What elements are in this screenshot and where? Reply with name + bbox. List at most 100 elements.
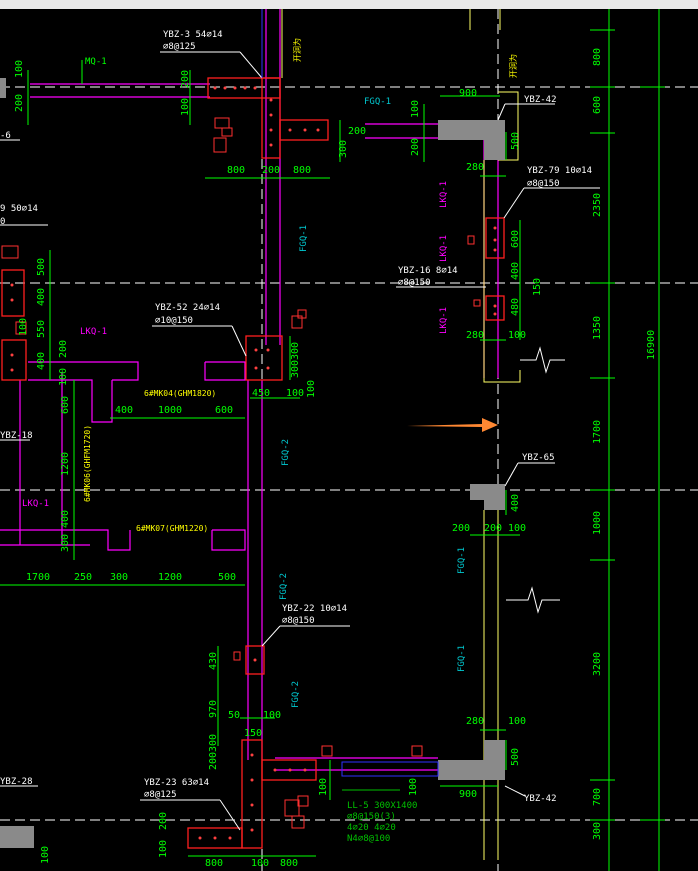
dim-200-a: 200	[262, 165, 280, 176]
dimension-lines	[0, 60, 521, 857]
dim-100-m: 100	[180, 98, 191, 116]
dim-100-e: 100	[263, 710, 281, 721]
dim-900-bottom: 900	[459, 789, 477, 800]
dim-970: 970	[208, 700, 219, 718]
fgq2-tag-c: FGQ-2	[291, 681, 301, 708]
dim-100-l: 100	[14, 60, 25, 78]
dim-500-a: 500	[218, 572, 236, 583]
dim-430: 430	[208, 652, 219, 670]
dim-100-h: 100	[318, 778, 329, 796]
lkq1-tag-c: LKQ-1	[439, 307, 449, 334]
dim-100-g: 100	[251, 858, 269, 869]
dim-100-o: 100	[58, 368, 69, 386]
dim-480: 480	[510, 298, 521, 316]
dim-900-top: 900	[459, 88, 477, 99]
dim-200-b: 200	[452, 523, 470, 534]
dim-2350: 2350	[592, 193, 603, 217]
dim-550: 550	[36, 320, 47, 338]
dim-300-c: 300	[110, 572, 128, 583]
lkq1-tag-a: LKQ-1	[439, 181, 449, 208]
component-labels: YBZ-3 54⌀14 ⌀8@125 YBZ-42 YBZ-79 10⌀14 ⌀…	[0, 30, 592, 804]
ybz22-stirrup: ⌀8@150	[282, 616, 315, 626]
dim-200-g: 200	[180, 70, 191, 88]
cad-drawing-canvas[interactable]: 800 600 2350 1350 1700 1000 3200 700 300…	[0, 9, 698, 871]
dim-250: 250	[74, 572, 92, 583]
dim-1000-a: 1000	[158, 405, 182, 416]
dim-280-b: 280	[466, 330, 484, 341]
dim-400-ybz16: 400	[510, 262, 521, 280]
dim-600-b: 600	[60, 396, 71, 414]
rebar-dots	[10, 86, 497, 840]
dim-300-d: 300	[208, 734, 219, 752]
dim-400-b: 400	[510, 494, 521, 512]
left-cut-label-2: 0	[0, 217, 5, 227]
dim-300-f: 300	[60, 534, 71, 552]
ybz3-label: YBZ-3 54⌀14	[163, 30, 223, 40]
dim-400-c: 400	[36, 288, 47, 306]
detail-marks	[1, 117, 481, 829]
dim-200-d: 200	[208, 752, 219, 770]
dim-1000-right: 1000	[592, 511, 603, 535]
walls	[0, 9, 499, 771]
dim-200-f: 200	[14, 94, 25, 112]
dim-300-bottom: 300	[592, 822, 603, 840]
beam-ll5: LL-5 300X1400 ⌀8@150(3) 4⌀20 4⌀20 N4⌀8@1…	[341, 761, 439, 844]
fgq2-tag-a: FGQ-2	[281, 439, 291, 466]
leader-lines	[0, 51, 600, 831]
ybz23-label: YBZ-23 63⌀14	[144, 778, 209, 788]
dim-200-c: 200	[484, 523, 502, 534]
dim-3200: 3200	[592, 652, 603, 676]
lkq1-tag-left-a: LKQ-1	[80, 327, 107, 337]
dim-700: 700	[592, 788, 603, 806]
dim-100-k: 100	[40, 846, 51, 864]
dim-450: 450	[252, 388, 270, 399]
ll5-stirrup: ⌀8@150(3)	[347, 812, 396, 822]
ybz16-stirrup: ⌀8@150	[398, 278, 431, 288]
dim-400-e: 400	[60, 510, 71, 528]
ybz18-label: YBZ-18	[0, 431, 33, 441]
column-outlines	[261, 9, 521, 860]
dim-1700: 1700	[592, 420, 603, 444]
dim-100-n: 100	[410, 100, 421, 118]
ybz42-top-label: YBZ-42	[524, 95, 557, 105]
dim-200-e: 200	[158, 812, 169, 830]
dim-400-d: 400	[36, 352, 47, 370]
ybz52-stirrup: ⌀10@150	[155, 316, 193, 326]
dim-300-a: 300	[290, 342, 301, 360]
dim-100-f: 100	[508, 716, 526, 727]
ybz42-bottom-label: YBZ-42	[524, 794, 557, 804]
left-cut-label: 9 50⌀14	[0, 204, 38, 214]
dim-800-top: 800	[592, 48, 603, 66]
dim-500-b: 500	[510, 748, 521, 766]
dim-1700-a: 1700	[26, 572, 50, 583]
dim-200-h: 200	[348, 126, 366, 137]
fgq1-tag-top: FGQ-1	[364, 97, 391, 107]
dim-800-c: 800	[205, 858, 223, 869]
dim-800-a: 800	[227, 165, 245, 176]
door-mk07-tag: 6#MK07(GHM1220)	[136, 524, 208, 533]
orange-arrow	[407, 418, 498, 432]
ll5-waist: N4⌀8@100	[347, 834, 390, 844]
dim-1200-a: 1200	[158, 572, 182, 583]
dim-500-c: 500	[36, 258, 47, 276]
ybz52-label: YBZ-52 24⌀14	[155, 303, 220, 313]
opening-note-top: 开洞为	[292, 38, 302, 62]
opening-note-right: 开洞为	[508, 54, 518, 78]
dim-500-top: 500	[510, 132, 521, 150]
window-top-strip	[0, 0, 698, 9]
dim-300-e: 300	[338, 140, 349, 158]
ybz22-label: YBZ-22 10⌀14	[282, 604, 347, 614]
dim-600-ybz79: 600	[510, 230, 521, 248]
fgq1-tag-right-a: FGQ-1	[457, 547, 467, 574]
dim-1200-b: 1200	[60, 452, 71, 476]
dim-280-a: 280	[466, 162, 484, 173]
right-dim-texts: 800 600 2350 1350 1700 1000 3200 700 300…	[592, 48, 657, 840]
dim-150-b: 150	[244, 728, 262, 739]
ybz16-label: YBZ-16 8⌀14	[398, 266, 458, 276]
door-mk06-tag: 6#MK06(GHFM1720)	[83, 425, 92, 502]
ybz3-stirrup: ⌀8@125	[163, 42, 196, 52]
dim-300-b: 300	[290, 360, 301, 378]
dim-100-c: 100	[306, 380, 317, 398]
dim-100-j: 100	[158, 840, 169, 858]
ll5-label: LL-5 300X1400	[347, 801, 417, 811]
